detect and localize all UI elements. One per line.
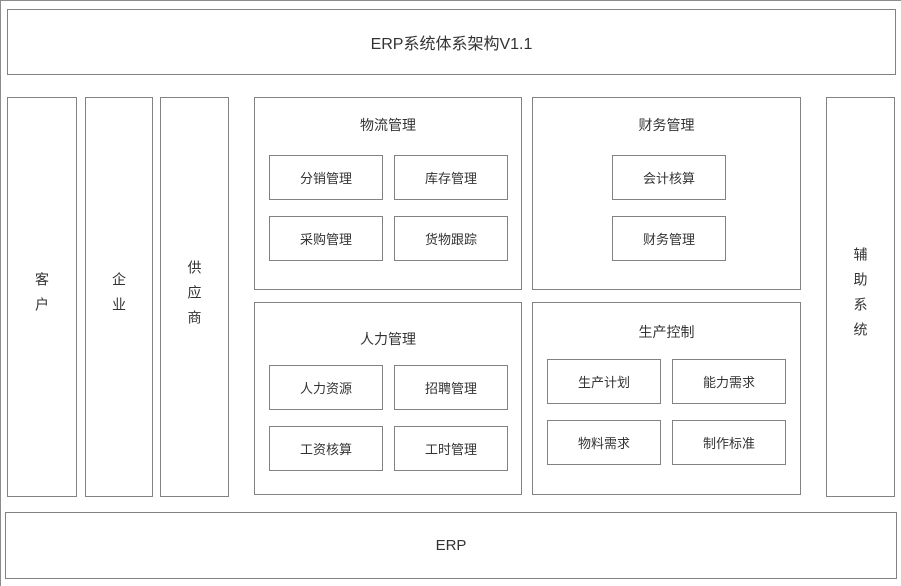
entity-label-supplier: 供应商 (186, 259, 203, 335)
submodule-box-payroll: 工资核算 (269, 426, 383, 471)
erp-base-box: ERP (5, 512, 897, 579)
module-title-production: 生产控制 (638, 324, 695, 340)
submodule-label: 财务管理 (642, 232, 695, 247)
submodule-label: 分销管理 (299, 171, 352, 186)
submodule-label: 货物跟踪 (424, 232, 477, 247)
submodule-box-inventory: 库存管理 (394, 155, 508, 200)
submodule-box-procurement: 采购管理 (269, 216, 383, 261)
entity-label-customer: 客户 (34, 272, 50, 322)
submodule-box-work-hours: 工时管理 (394, 426, 508, 471)
diagram-title: ERP系统体系架构V1.1 (370, 36, 533, 53)
submodule-label: 物料需求 (577, 436, 630, 451)
submodule-label: 采购管理 (299, 232, 352, 247)
auxiliary-system-box: 辅助系统 (826, 97, 895, 497)
diagram-title-box: ERP系统体系架构V1.1 (7, 9, 896, 75)
module-title-finance: 财务管理 (638, 117, 695, 133)
submodule-box-human-resources: 人力资源 (269, 365, 383, 410)
module-box-production: 生产控制 生产计划 能力需求 物料需求 制作标准 (532, 302, 801, 495)
submodule-box-distribution: 分销管理 (269, 155, 383, 200)
submodule-box-production-plan: 生产计划 (547, 359, 661, 404)
submodule-label: 招聘管理 (424, 381, 477, 396)
submodule-box-accounting: 会计核算 (612, 155, 726, 200)
module-box-hr: 人力管理 人力资源 招聘管理 工资核算 工时管理 (254, 302, 522, 495)
submodule-label: 制作标准 (702, 436, 755, 451)
erp-base-label: ERP (435, 537, 467, 554)
entity-box-enterprise: 企业 (85, 97, 153, 497)
submodule-box-production-standards: 制作标准 (672, 420, 786, 465)
entity-box-customer: 客户 (7, 97, 77, 497)
submodule-label: 会计核算 (642, 171, 695, 186)
submodule-box-capacity-requirements: 能力需求 (672, 359, 786, 404)
module-box-finance: 财务管理 会计核算 财务管理 (532, 97, 801, 290)
auxiliary-system-label: 辅助系统 (852, 247, 869, 347)
submodule-box-material-requirements: 物料需求 (547, 420, 661, 465)
module-title-logistics: 物流管理 (360, 117, 416, 133)
submodule-label: 能力需求 (702, 375, 755, 390)
submodule-label: 人力资源 (299, 381, 352, 396)
submodule-box-recruitment: 招聘管理 (394, 365, 508, 410)
submodule-label: 库存管理 (424, 171, 477, 186)
module-title-hr: 人力管理 (360, 331, 416, 347)
module-box-logistics: 物流管理 分销管理 库存管理 采购管理 货物跟踪 (254, 97, 522, 290)
submodule-box-financial-management: 财务管理 (612, 216, 726, 261)
submodule-label: 工资核算 (299, 442, 352, 457)
submodule-label: 工时管理 (424, 442, 477, 457)
entity-box-supplier: 供应商 (160, 97, 229, 497)
entity-label-enterprise: 企业 (111, 272, 127, 322)
submodule-box-goods-tracking: 货物跟踪 (394, 216, 508, 261)
submodule-label: 生产计划 (577, 375, 630, 390)
